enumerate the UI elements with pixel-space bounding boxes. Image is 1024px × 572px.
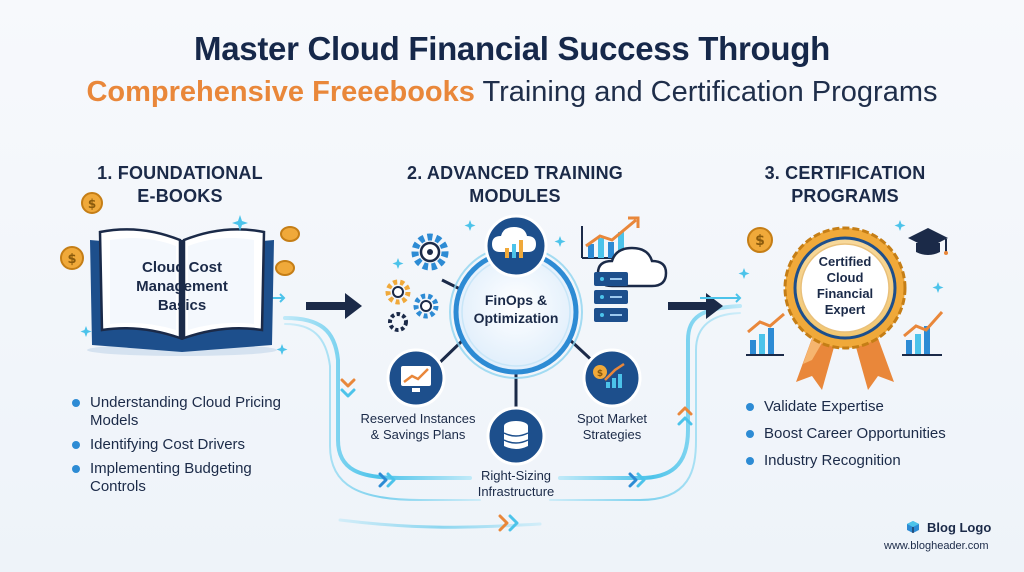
gear-icon [388, 312, 408, 332]
label-spot-market: Spot Market Strategies [576, 411, 648, 442]
badge-label: Certified Cloud Financial Expert [816, 254, 874, 317]
certification-badge [783, 226, 907, 350]
page-subtitle: Comprehensive Freeebooks Training and Ce… [0, 76, 1024, 109]
coins-growth-icon: $ [582, 348, 642, 408]
ebooks-bullet-list: Understanding Cloud Pricing Models Ident… [72, 394, 312, 502]
label-right-sizing: Right-Sizing Infrastructure [477, 468, 555, 499]
coin-icon: $ [60, 246, 84, 270]
growth-chart-icon [902, 311, 944, 356]
gear-icon [411, 233, 449, 271]
svg-text:$: $ [88, 197, 96, 211]
coin-icon [275, 226, 300, 276]
coin-icon: $ [81, 192, 103, 214]
book-icon [87, 228, 277, 356]
subtitle-rest: Training and Certification Programs [474, 76, 938, 108]
blog-logo[interactable]: Blog Logo [905, 519, 991, 535]
svg-text:$: $ [67, 252, 76, 267]
cloud-chart-icon [484, 214, 548, 278]
list-item: Implementing Budgeting Controls [72, 460, 312, 496]
logo-url[interactable]: www.blogheader.com [884, 540, 989, 552]
list-item: Boost Career Opportunities [746, 425, 986, 443]
book-label: Cloud Cost Management Basics [136, 259, 228, 314]
sparkle-icon [392, 220, 566, 269]
svg-text:$: $ [597, 369, 603, 379]
logo-name: Blog Logo [927, 519, 992, 535]
svg-text:$: $ [755, 233, 765, 249]
chevron-markers [340, 378, 693, 532]
sparkle-icon [738, 220, 944, 293]
label-reserved-instances: Reserved Instances & Savings Plans [360, 411, 476, 442]
logo-icon [907, 521, 919, 533]
column-heading-ebooks: 1. FOUNDATIONAL E-BOOKS [97, 163, 263, 206]
list-item: Identifying Cost Drivers [72, 436, 312, 454]
column-heading-certification: 3. CERTIFICATION PROGRAMS [764, 163, 926, 206]
hub-label: FinOps & Optimization [473, 292, 559, 326]
subtitle-highlight: Comprehensive Freeebooks [86, 76, 475, 108]
server-cloud-icon [594, 246, 668, 322]
list-item: Understanding Cloud Pricing Models [72, 394, 312, 430]
column-heading-training: 2. ADVANCED TRAINING MODULES [406, 163, 623, 206]
coin-icon: $ [747, 227, 773, 253]
database-icon [486, 406, 546, 466]
certification-bullet-list: Validate Expertise Boost Career Opportun… [746, 398, 986, 476]
arrow-right-icon [668, 293, 723, 319]
sparkle-icon [80, 215, 288, 355]
monitor-chart-icon [386, 348, 446, 408]
arrow-right-icon [306, 293, 362, 319]
page-title: Master Cloud Financial Success Through [194, 30, 830, 67]
gear-icon [385, 279, 411, 305]
list-item: Validate Expertise [746, 398, 986, 416]
gear-icon [413, 293, 439, 319]
growth-chart-icon [746, 312, 785, 356]
graduation-cap-icon [908, 228, 948, 255]
list-item: Industry Recognition [746, 452, 986, 470]
